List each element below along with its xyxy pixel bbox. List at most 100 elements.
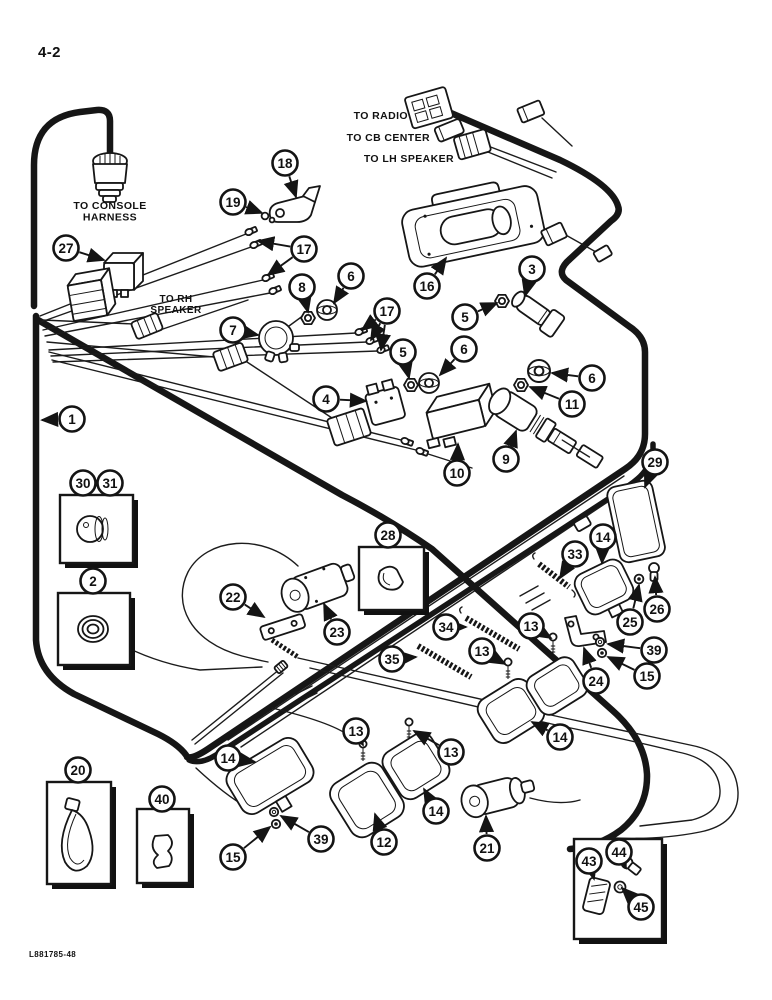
callout-circle xyxy=(422,797,450,825)
callout-number: 22 xyxy=(225,590,240,605)
callout-number: 17 xyxy=(296,242,311,257)
callout-arrow xyxy=(279,815,310,833)
callout-21: 21 xyxy=(473,814,501,862)
callout-28: 28 xyxy=(374,521,402,549)
callout-circle xyxy=(589,523,617,551)
callout-number: 15 xyxy=(225,850,241,865)
dome-lamp-assembly xyxy=(401,181,546,268)
relay-27 xyxy=(103,252,144,298)
callout-arrow xyxy=(449,442,466,461)
callout-number: 17 xyxy=(379,304,394,319)
page-number-line: 4-2 xyxy=(38,44,61,61)
label-to-console-harness-line: TO CONSOLE xyxy=(73,200,146,212)
callout-11: 11 xyxy=(528,386,586,418)
callout-number: 6 xyxy=(347,269,355,284)
ignition-switch-7 xyxy=(258,314,305,364)
console-harness-cable xyxy=(30,106,114,310)
callout-16: 16 xyxy=(413,256,448,300)
callout-arrow xyxy=(412,730,440,746)
callout-arrow xyxy=(627,583,643,609)
callout-26: 26 xyxy=(643,575,671,623)
coil-spring-33 xyxy=(532,552,576,598)
callout-number: 11 xyxy=(565,397,580,412)
circuit-breaker-4 xyxy=(364,378,406,426)
callout-circle xyxy=(451,303,479,331)
callout-number: 13 xyxy=(443,745,459,760)
spring-22 xyxy=(270,637,300,660)
sender-switch-9 xyxy=(488,387,557,443)
callout-number: 26 xyxy=(649,602,665,617)
callout-circle xyxy=(79,567,107,595)
callout-number: 14 xyxy=(552,730,568,745)
beacon-lamp-14 xyxy=(573,558,635,619)
callout-6: 6 xyxy=(550,364,606,392)
lockwasher-39a xyxy=(594,636,606,648)
callout-arrow xyxy=(582,861,598,881)
harness-left-branch xyxy=(32,312,190,759)
callout-circle xyxy=(517,612,545,640)
console-harness-connector xyxy=(92,152,128,203)
callout-circle xyxy=(64,756,92,784)
callout-arrow xyxy=(648,575,664,596)
callout-circle xyxy=(290,235,318,263)
callout-arrow xyxy=(399,650,418,666)
callout-24: 24 xyxy=(582,646,610,695)
callout-25: 25 xyxy=(616,583,644,636)
callout-number: 44 xyxy=(611,845,627,860)
callout-circle xyxy=(450,335,478,363)
callout-arrow xyxy=(503,429,518,449)
callout-circle xyxy=(518,255,546,283)
callout-circle xyxy=(575,847,603,875)
callout-circle xyxy=(582,667,610,695)
callout-number: 39 xyxy=(313,832,328,847)
callout-arrow xyxy=(423,787,439,807)
callout-arrow xyxy=(530,721,550,737)
bracket-22 xyxy=(259,613,306,641)
grommet-25 xyxy=(633,573,645,585)
callout-14: 14 xyxy=(530,721,574,751)
callout-arrow xyxy=(348,727,364,747)
callout-arrow xyxy=(606,656,635,671)
callout-22: 22 xyxy=(219,583,266,619)
callout-5: 5 xyxy=(389,338,417,380)
callout-circle xyxy=(578,364,606,392)
blower-motor-21 xyxy=(460,777,536,819)
motor-lead-loop xyxy=(181,542,299,745)
callout-number: 2 xyxy=(89,574,97,589)
label-to-lh-speaker-line: TO LH SPEAKER xyxy=(364,153,454,165)
washer-6b xyxy=(418,372,440,394)
callout-arrow xyxy=(582,646,597,669)
callout-7: 7 xyxy=(219,316,260,344)
callout-number: 31 xyxy=(102,476,118,491)
label-to-console-harness-line: HARNESS xyxy=(83,212,137,224)
callout-5: 5 xyxy=(451,302,499,331)
callout-circle xyxy=(337,262,365,290)
callout-circle xyxy=(373,297,401,325)
callout-arrow xyxy=(528,386,560,401)
callout-14: 14 xyxy=(422,787,450,825)
cb-center-connector xyxy=(433,118,465,143)
callout-number: 3 xyxy=(528,262,536,277)
callout-circle xyxy=(640,636,668,664)
callout-number: 6 xyxy=(460,342,468,357)
callout-20: 20 xyxy=(64,756,92,784)
callout-circle xyxy=(219,188,247,216)
callout-arrow xyxy=(256,236,291,252)
callout-number: 4 xyxy=(322,392,330,407)
callout-circle xyxy=(307,825,335,853)
callout-arrow xyxy=(243,825,272,849)
harness-connector-b xyxy=(326,407,372,447)
inset-box-28 xyxy=(357,545,429,615)
callout-arrow xyxy=(487,649,507,665)
radio-connector xyxy=(404,86,454,130)
nut-5a xyxy=(494,293,510,309)
callout-13: 13 xyxy=(342,717,370,747)
callout-number: 19 xyxy=(225,195,240,210)
coil-spring-34 xyxy=(459,606,521,652)
toggle-switch-3 xyxy=(511,290,566,338)
callout-number: 23 xyxy=(329,625,345,640)
